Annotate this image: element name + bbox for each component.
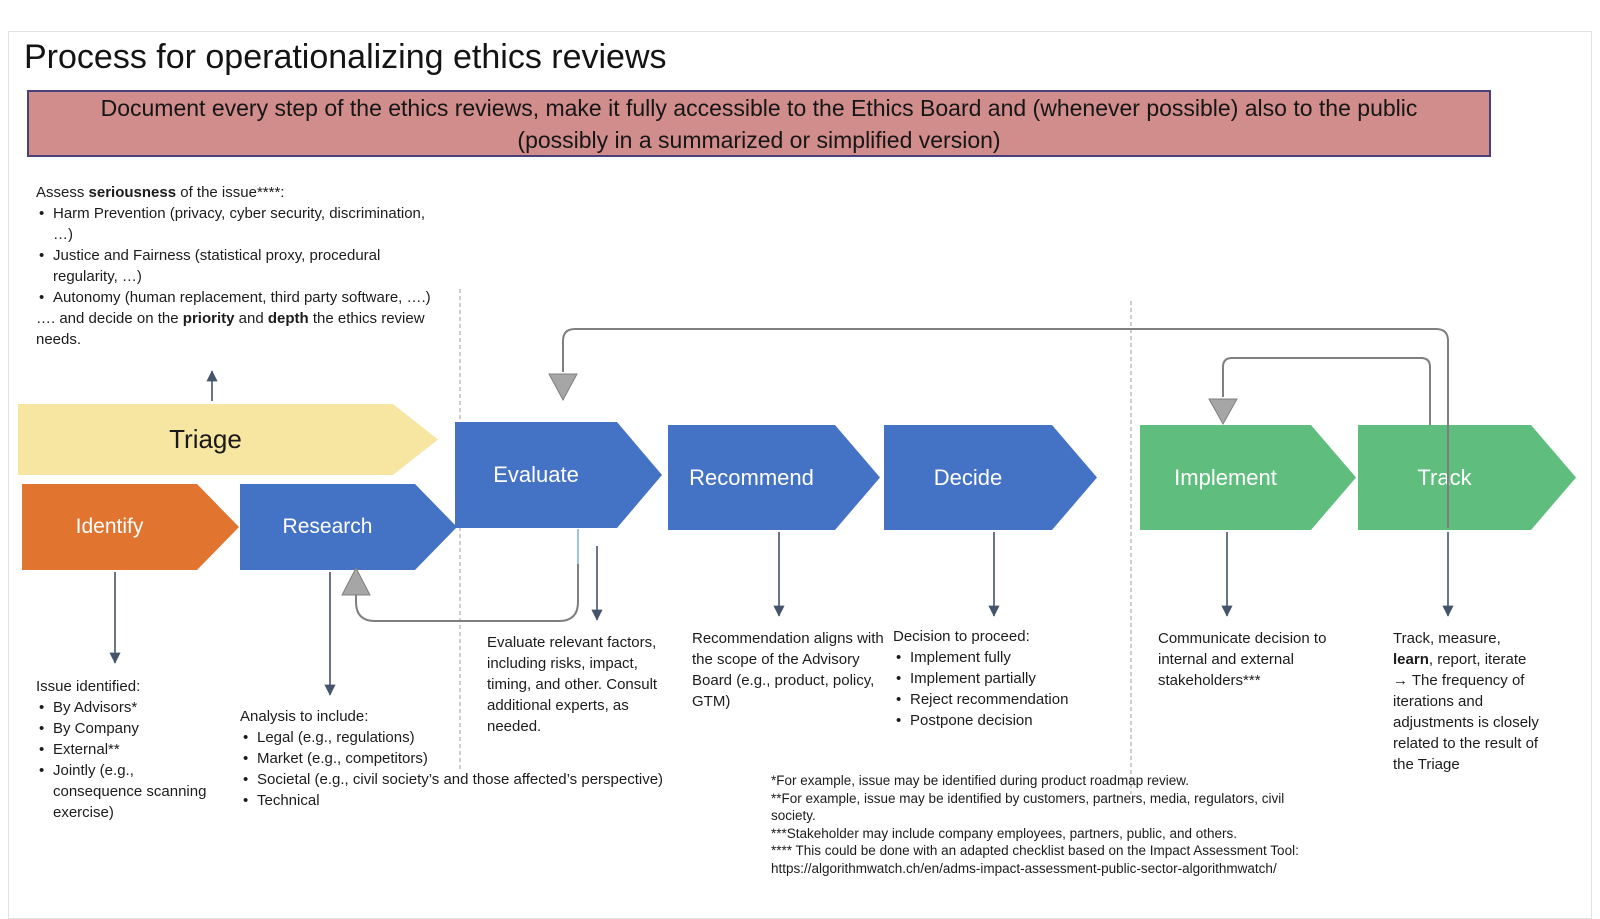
step-evaluate-label: Evaluate [493, 462, 579, 487]
footnote: ***Stakeholder may include company emplo… [771, 825, 1238, 841]
identify-note: Issue identified: By Advisors*By Company… [36, 676, 216, 823]
decide-bullet: Implement fully [893, 647, 1108, 668]
identify-bullet: By Advisors* [36, 697, 216, 718]
step-decide-label: Decide [933, 464, 1003, 490]
footnote: **For example, issue may be identified b… [771, 790, 1285, 824]
step-implement-label: Implement [1174, 464, 1277, 490]
assess-intro: Assess seriousness of the issue****: [36, 184, 285, 201]
research-note-heading: Analysis to include: [240, 708, 369, 725]
step-implement: Implement [1140, 425, 1356, 530]
research-note: Analysis to include: Legal (e.g., regula… [240, 706, 760, 811]
decide-bullet: Implement partially [893, 668, 1108, 689]
document-banner: Document every step of the ethics review… [27, 90, 1491, 157]
evaluate-note: Evaluate relevant factors, including ris… [487, 632, 659, 737]
decide-bullet: Reject recommendation [893, 689, 1108, 710]
research-bullet: Technical [240, 790, 760, 811]
research-bullet: Market (e.g., competitors) [240, 748, 760, 769]
assess-bullet: Harm Prevention (privacy, cyber security… [36, 203, 446, 245]
step-recommend-label: Recommend [689, 464, 814, 490]
implement-note-text: Communicate decision to internal and ext… [1158, 630, 1327, 689]
track-note: Track, measure, learn, report, iterate →… [1393, 628, 1543, 775]
step-decide: Decide [884, 425, 1097, 530]
footnote: *For example, issue may be identified du… [771, 773, 1189, 788]
step-identify-label: Identify [75, 515, 144, 538]
evaluate-note-text: Evaluate relevant factors, including ris… [487, 634, 658, 735]
research-bullet: Legal (e.g., regulations) [240, 727, 760, 748]
identify-bullet: Jointly (e.g., consequence scanning exer… [36, 760, 216, 823]
assess-outro: …. and decide on the priority and depth … [36, 310, 425, 348]
track-note-text: Track, measure, learn, report, iterate [1393, 630, 1527, 668]
step-triage: Triage [18, 404, 438, 475]
assess-bullet: Justice and Fairness (statistical proxy,… [36, 245, 446, 287]
decide-bullet: Postpone decision [893, 710, 1108, 731]
track-note-arrow-text: → The frequency of iterations and adjust… [1393, 672, 1539, 773]
research-bullet: Societal (e.g., civil society’s and thos… [240, 769, 760, 790]
research-bullet-list: Legal (e.g., regulations)Market (e.g., c… [240, 727, 760, 811]
identify-bullet: By Company [36, 718, 216, 739]
identify-note-heading: Issue identified: [36, 678, 141, 695]
step-research: Research [240, 484, 457, 570]
step-recommend: Recommend [668, 425, 880, 530]
assess-bullet: Autonomy (human replacement, third party… [36, 287, 446, 308]
step-research-label: Research [282, 515, 373, 538]
step-identify: Identify [22, 484, 239, 570]
identify-bullet-list: By Advisors*By CompanyExternal**Jointly … [36, 697, 216, 823]
banner-text: Document every step of the ethics review… [100, 94, 1418, 153]
recommend-note: Recommendation aligns with the scope of … [692, 628, 890, 712]
footnote: **** This could be done with an adapted … [771, 843, 1299, 876]
decide-note: Decision to proceed: Implement fullyImpl… [893, 626, 1108, 731]
assess-note: Assess seriousness of the issue****: Har… [36, 182, 446, 350]
decide-bullet-list: Implement fullyImplement partiallyReject… [893, 647, 1108, 731]
recommend-note-text: Recommendation aligns with the scope of … [692, 630, 884, 710]
footnotes: *For example, issue may be identified du… [771, 772, 1331, 877]
assess-bullet-list: Harm Prevention (privacy, cyber security… [36, 203, 446, 308]
step-track-label: Track [1417, 464, 1472, 490]
decide-note-heading: Decision to proceed: [893, 628, 1030, 645]
step-triage-label: Triage [169, 424, 242, 454]
step-track: Track [1358, 425, 1576, 530]
page-title: Process for operationalizing ethics revi… [24, 38, 667, 76]
identify-bullet: External** [36, 739, 216, 760]
implement-note: Communicate decision to internal and ext… [1158, 628, 1354, 691]
